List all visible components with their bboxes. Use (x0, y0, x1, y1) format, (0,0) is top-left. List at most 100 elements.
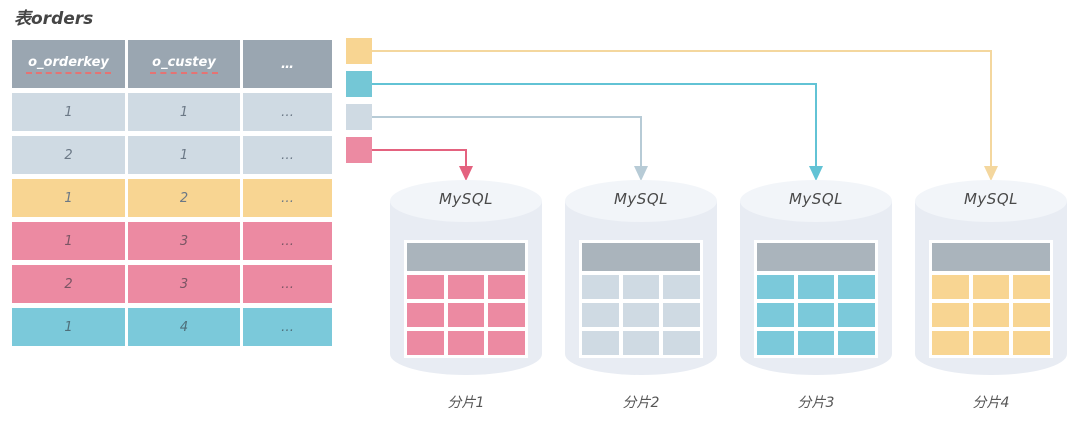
cell: … (243, 308, 332, 346)
shard-cell (663, 303, 700, 327)
shard-cell (972, 275, 1010, 299)
shard-cell (447, 303, 485, 327)
shard-table (579, 240, 703, 358)
shard-3-database: MySQL 分片3 (740, 180, 892, 425)
table-row: 2 1 … (12, 136, 332, 174)
shard-table-cells (407, 275, 525, 355)
shard-cell (407, 331, 444, 355)
source-table: o_orderkey o_custey … 1 1 … 2 1 … 1 2 … … (12, 40, 332, 346)
shard-cell (622, 275, 660, 299)
header-cell-custkey: o_custey (128, 40, 240, 88)
cell: 3 (128, 222, 240, 260)
pink-swatch (346, 137, 372, 163)
shard-cell (663, 331, 700, 355)
shard-cell (972, 331, 1010, 355)
shard-cell (663, 275, 700, 299)
cylinder-top (740, 180, 892, 222)
cell: 1 (128, 93, 240, 131)
shard-table (754, 240, 878, 358)
cell: 2 (12, 136, 125, 174)
shard-table-header (407, 243, 525, 271)
shard-cell (932, 275, 969, 299)
shard-table (404, 240, 528, 358)
shard-table-cells (932, 275, 1050, 355)
shard-cell (582, 275, 619, 299)
shard-cell (797, 275, 835, 299)
shard-cell (838, 303, 875, 327)
cell: … (243, 179, 332, 217)
cell: 2 (12, 265, 125, 303)
shard-cell (1013, 275, 1050, 299)
mysql-label: MySQL (438, 190, 493, 208)
shard-cell (488, 303, 525, 327)
shard-cell (582, 303, 619, 327)
table-header-row: o_orderkey o_custey … (12, 40, 332, 88)
source-table-title: 表orders (14, 9, 94, 29)
shard-cell (407, 275, 444, 299)
shard-cell (797, 331, 835, 355)
shard-cell (932, 331, 969, 355)
shard-table-cells (757, 275, 875, 355)
cell: 1 (12, 93, 125, 131)
cell: 1 (12, 222, 125, 260)
cell: … (243, 136, 332, 174)
header-label: o_orderkey (26, 55, 111, 74)
cell: … (243, 222, 332, 260)
cell: … (243, 265, 332, 303)
shard-cell (932, 303, 969, 327)
cell: 4 (128, 308, 240, 346)
shard-cell (582, 331, 619, 355)
cylinder-top (565, 180, 717, 222)
cyan-swatch (346, 71, 372, 97)
shard-cell (797, 303, 835, 327)
cell: 1 (128, 136, 240, 174)
arrow-to-shard-2 (372, 116, 648, 181)
table-row: 1 4 … (12, 308, 332, 346)
cell: 1 (12, 308, 125, 346)
shard-cell (407, 303, 444, 327)
table-row: 2 3 … (12, 265, 332, 303)
shard-cell (838, 331, 875, 355)
header-label: o_custey (150, 55, 218, 74)
shard-name: 分片2 (622, 395, 660, 411)
table-row: 1 2 … (12, 179, 332, 217)
cell: 3 (128, 265, 240, 303)
shard-table-header (757, 243, 875, 271)
mysql-label: MySQL (963, 190, 1018, 208)
gray-swatch (346, 104, 372, 130)
cell: … (243, 93, 332, 131)
arrow-to-shard-1 (372, 149, 473, 181)
shard-2-database: MySQL 分片2 (565, 180, 717, 425)
cell: 1 (12, 179, 125, 217)
shard-table (929, 240, 1053, 358)
shard-cell (488, 275, 525, 299)
shard-cell (488, 331, 525, 355)
table-row: 1 3 … (12, 222, 332, 260)
shard-table-cells (582, 275, 700, 355)
shard-name: 分片3 (797, 395, 835, 411)
shard-cell (757, 331, 794, 355)
shard-name: 分片4 (972, 395, 1010, 411)
arrow-to-shard-3 (372, 83, 823, 181)
shard-table-header (932, 243, 1050, 271)
yellow-swatch (346, 38, 372, 64)
header-cell-orderkey: o_orderkey (12, 40, 125, 88)
table-row: 1 1 … (12, 93, 332, 131)
shard-4-database: MySQL 分片4 (915, 180, 1067, 425)
header-cell-more: … (243, 40, 332, 88)
shard-table-header (582, 243, 700, 271)
arrow-to-shard-4 (372, 50, 998, 181)
shard-cell (972, 303, 1010, 327)
shard-cell (1013, 331, 1050, 355)
cylinder-top (390, 180, 542, 222)
mysql-label: MySQL (613, 190, 668, 208)
shard-name: 分片1 (447, 395, 485, 411)
shard-cell (838, 275, 875, 299)
cylinder-top (915, 180, 1067, 222)
mysql-label: MySQL (788, 190, 843, 208)
shard-cell (447, 331, 485, 355)
shard-cell (1013, 303, 1050, 327)
shard-cell (622, 331, 660, 355)
shard-1-database: MySQL 分片1 (390, 180, 542, 425)
